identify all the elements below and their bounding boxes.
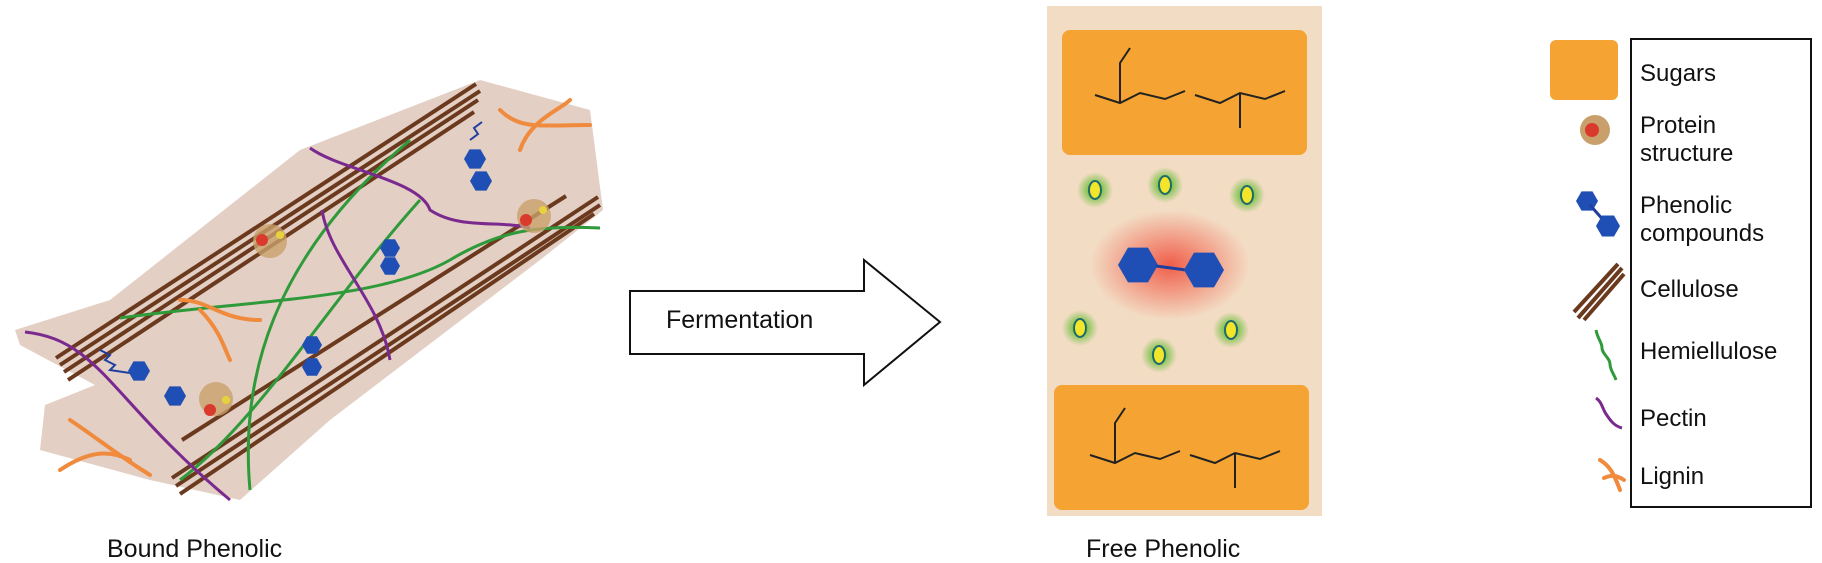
phenolic-icon [1576, 191, 1620, 237]
cell-wall-matrix [15, 80, 603, 500]
cellulose-icon [1572, 262, 1626, 322]
legend-label-sugars: Sugars [1640, 60, 1717, 87]
legend-label-protein-line2: structure [1640, 139, 1734, 167]
bound-phenolic-illustration [15, 80, 603, 502]
hemicellulose-icon [1594, 329, 1618, 381]
legend-label-phenolic-line2: compounds [1640, 219, 1765, 247]
free-phenolic-compound [1118, 247, 1224, 288]
free-phenolic-caption: Free Phenolic [1086, 535, 1241, 563]
sugar-block-icon [1550, 40, 1618, 100]
legend [1630, 38, 1812, 508]
protein-icon [1580, 115, 1610, 145]
legend-label-cellulose: Cellulose [1640, 276, 1739, 303]
legend-icons [1550, 40, 1626, 492]
fermentation-label: Fermentation [666, 306, 814, 334]
legend-label-hemicellulose: Hemiellulose [1640, 338, 1778, 365]
bound-phenolic-caption: Bound Phenolic [107, 535, 283, 563]
fermentation-arrow [629, 257, 942, 388]
legend-label-protein-line1: Protein [1640, 112, 1717, 139]
protein-structures [199, 199, 551, 416]
released-particles [1062, 167, 1265, 373]
sugar-block-bottom [1054, 385, 1309, 510]
sugar-block-top [1062, 30, 1307, 155]
sugar-molecule-drawing [1089, 47, 1286, 488]
lignin-icon [1598, 458, 1626, 492]
lignin-strands [58, 98, 592, 477]
free-phenolic-illustration [1047, 6, 1322, 516]
legend-label-phenolic-line1: Phenolic [1640, 192, 1733, 219]
pectin-icon [1595, 396, 1623, 430]
phenolic-compounds [99, 121, 492, 406]
legend-label-lignin: Lignin [1640, 463, 1705, 490]
pectin-strands [24, 146, 531, 502]
legend-label-pectin: Pectin [1640, 405, 1707, 432]
